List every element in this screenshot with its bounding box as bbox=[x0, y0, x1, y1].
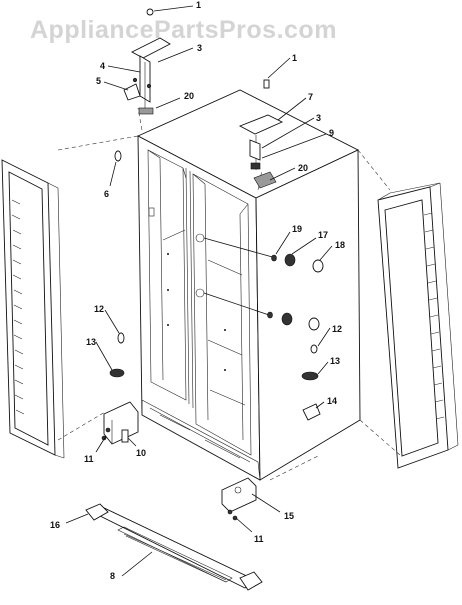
callout-1-right: 1 bbox=[292, 53, 297, 63]
callout-8: 8 bbox=[110, 571, 115, 581]
toe-grille bbox=[85, 503, 263, 591]
callout-20-right: 20 bbox=[298, 163, 308, 173]
callout-18: 18 bbox=[335, 240, 345, 250]
callout-5: 5 bbox=[96, 76, 101, 86]
small-hardware bbox=[109, 150, 321, 421]
part-6 bbox=[114, 150, 122, 162]
hinge-cover-right bbox=[238, 114, 284, 135]
callout-numbers: 1 3 4 5 20 1 7 3 9 20 6 19 17 18 12 12 1… bbox=[50, 0, 345, 581]
part-19 bbox=[271, 254, 277, 262]
callout-13-left: 13 bbox=[86, 337, 96, 347]
callout-19: 19 bbox=[292, 224, 302, 234]
left-door-gasket-ribs bbox=[11, 199, 25, 415]
part-14 bbox=[302, 403, 321, 421]
part-17 bbox=[284, 253, 296, 267]
grille-end-cap-16 bbox=[85, 503, 109, 521]
callout-7: 7 bbox=[308, 92, 313, 102]
hinge-cover-left bbox=[131, 37, 171, 59]
right-door bbox=[377, 182, 459, 469]
callout-16: 16 bbox=[50, 520, 60, 530]
hinge-plate-left bbox=[123, 83, 141, 101]
callout-20-left: 20 bbox=[184, 91, 194, 101]
callout-1-top-left: 1 bbox=[196, 0, 201, 10]
screw-1a bbox=[146, 8, 154, 16]
callout-15: 15 bbox=[284, 511, 294, 521]
top-right-hinge-assembly bbox=[238, 79, 284, 189]
callout-9: 9 bbox=[329, 128, 334, 138]
part-12a bbox=[117, 332, 125, 344]
callout-4: 4 bbox=[100, 61, 105, 71]
bottom-left-hinge bbox=[101, 401, 139, 445]
top-left-hinge-assembly bbox=[123, 8, 171, 115]
door-stop-hardware bbox=[203, 237, 324, 331]
callout-3-left: 3 bbox=[197, 43, 202, 53]
callout-14: 14 bbox=[327, 396, 337, 406]
callout-11-left: 11 bbox=[84, 454, 94, 464]
callout-12-left: 12 bbox=[94, 304, 104, 314]
refrigerator-cabinet bbox=[136, 89, 361, 481]
left-door bbox=[1, 159, 65, 459]
watermark: AppliancePartsPros.com bbox=[30, 16, 337, 44]
callout-3-right: 3 bbox=[316, 113, 321, 123]
callout-12-right: 12 bbox=[332, 324, 342, 334]
part-13b bbox=[301, 371, 319, 381]
screw-1b bbox=[263, 79, 270, 89]
bottom-right-hinge bbox=[221, 477, 257, 521]
grille-end-cap-right bbox=[239, 571, 263, 591]
callout-13-right: 13 bbox=[330, 356, 340, 366]
part-12b bbox=[310, 344, 318, 354]
part-13a bbox=[109, 368, 125, 378]
callout-17: 17 bbox=[318, 230, 328, 240]
part-18 bbox=[312, 259, 324, 273]
leader-lines bbox=[65, 5, 333, 577]
callout-11-right: 11 bbox=[254, 534, 264, 544]
right-door-gasket-ribs bbox=[423, 212, 445, 420]
callout-10: 10 bbox=[136, 448, 146, 458]
callout-6: 6 bbox=[104, 189, 109, 199]
